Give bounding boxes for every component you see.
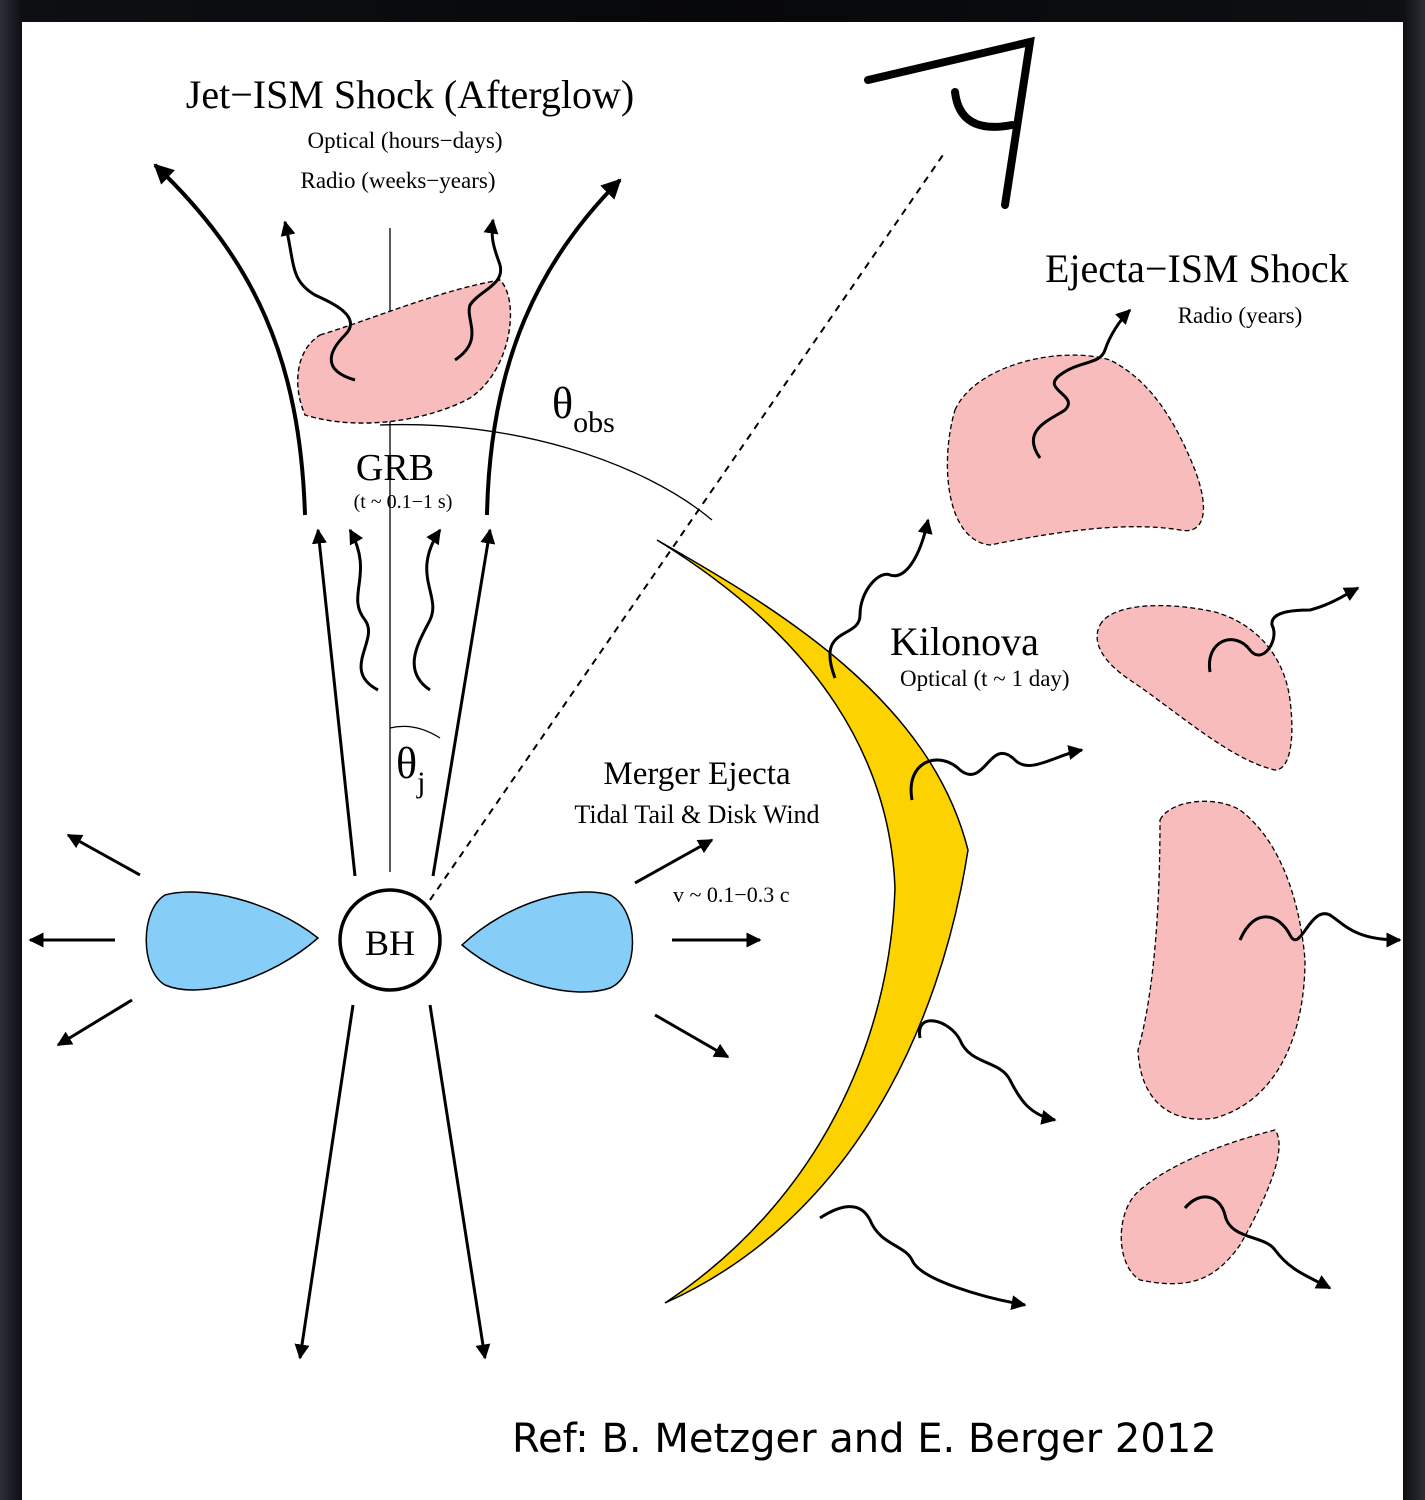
jet-ism-radio: Radio (weeks−years): [301, 168, 496, 193]
counter-jet-arrows: [300, 1005, 485, 1358]
bh-label: BH: [365, 923, 415, 963]
ejecta-ism-sub: Radio (years): [1178, 303, 1303, 328]
ejecta-blob-3: [1138, 801, 1305, 1119]
theta-obs-label: θobs: [552, 379, 615, 439]
reference-caption: Ref: B. Metzger and E. Berger 2012: [512, 1416, 1217, 1462]
grb-time: (t ~ 0.1−1 s): [354, 491, 453, 513]
grb-arrows: [318, 530, 490, 876]
ejecta-ism-title: Ejecta−ISM Shock: [1045, 246, 1349, 291]
jet-ism-optical: Optical (hours−days): [307, 128, 502, 153]
kilonova-sub: Optical (t ~ 1 day): [900, 666, 1070, 691]
jet-ism-title: Jet−ISM Shock (Afterglow): [186, 72, 634, 117]
disk-wind-lobe-left: [146, 892, 318, 990]
merger-velocity: v ~ 0.1−0.3 c: [673, 882, 790, 907]
merger-ejecta-sub: Tidal Tail & Disk Wind: [574, 800, 819, 829]
ejecta-ism-blobs: [947, 355, 1305, 1284]
observer-eye-icon: [868, 42, 1030, 205]
grb-title: GRB: [356, 447, 434, 489]
ejecta-blob-2: [1097, 606, 1292, 770]
disk-wind-lobe-right: [462, 892, 633, 992]
kilonova-title: Kilonova: [890, 619, 1039, 664]
merger-ejecta-title: Merger Ejecta: [603, 756, 791, 792]
ejecta-blob-1: [947, 355, 1203, 545]
ejecta-blob-4: [1121, 1130, 1279, 1284]
theta-j-arc: [390, 726, 440, 738]
theta-j-label: θj: [396, 739, 425, 799]
